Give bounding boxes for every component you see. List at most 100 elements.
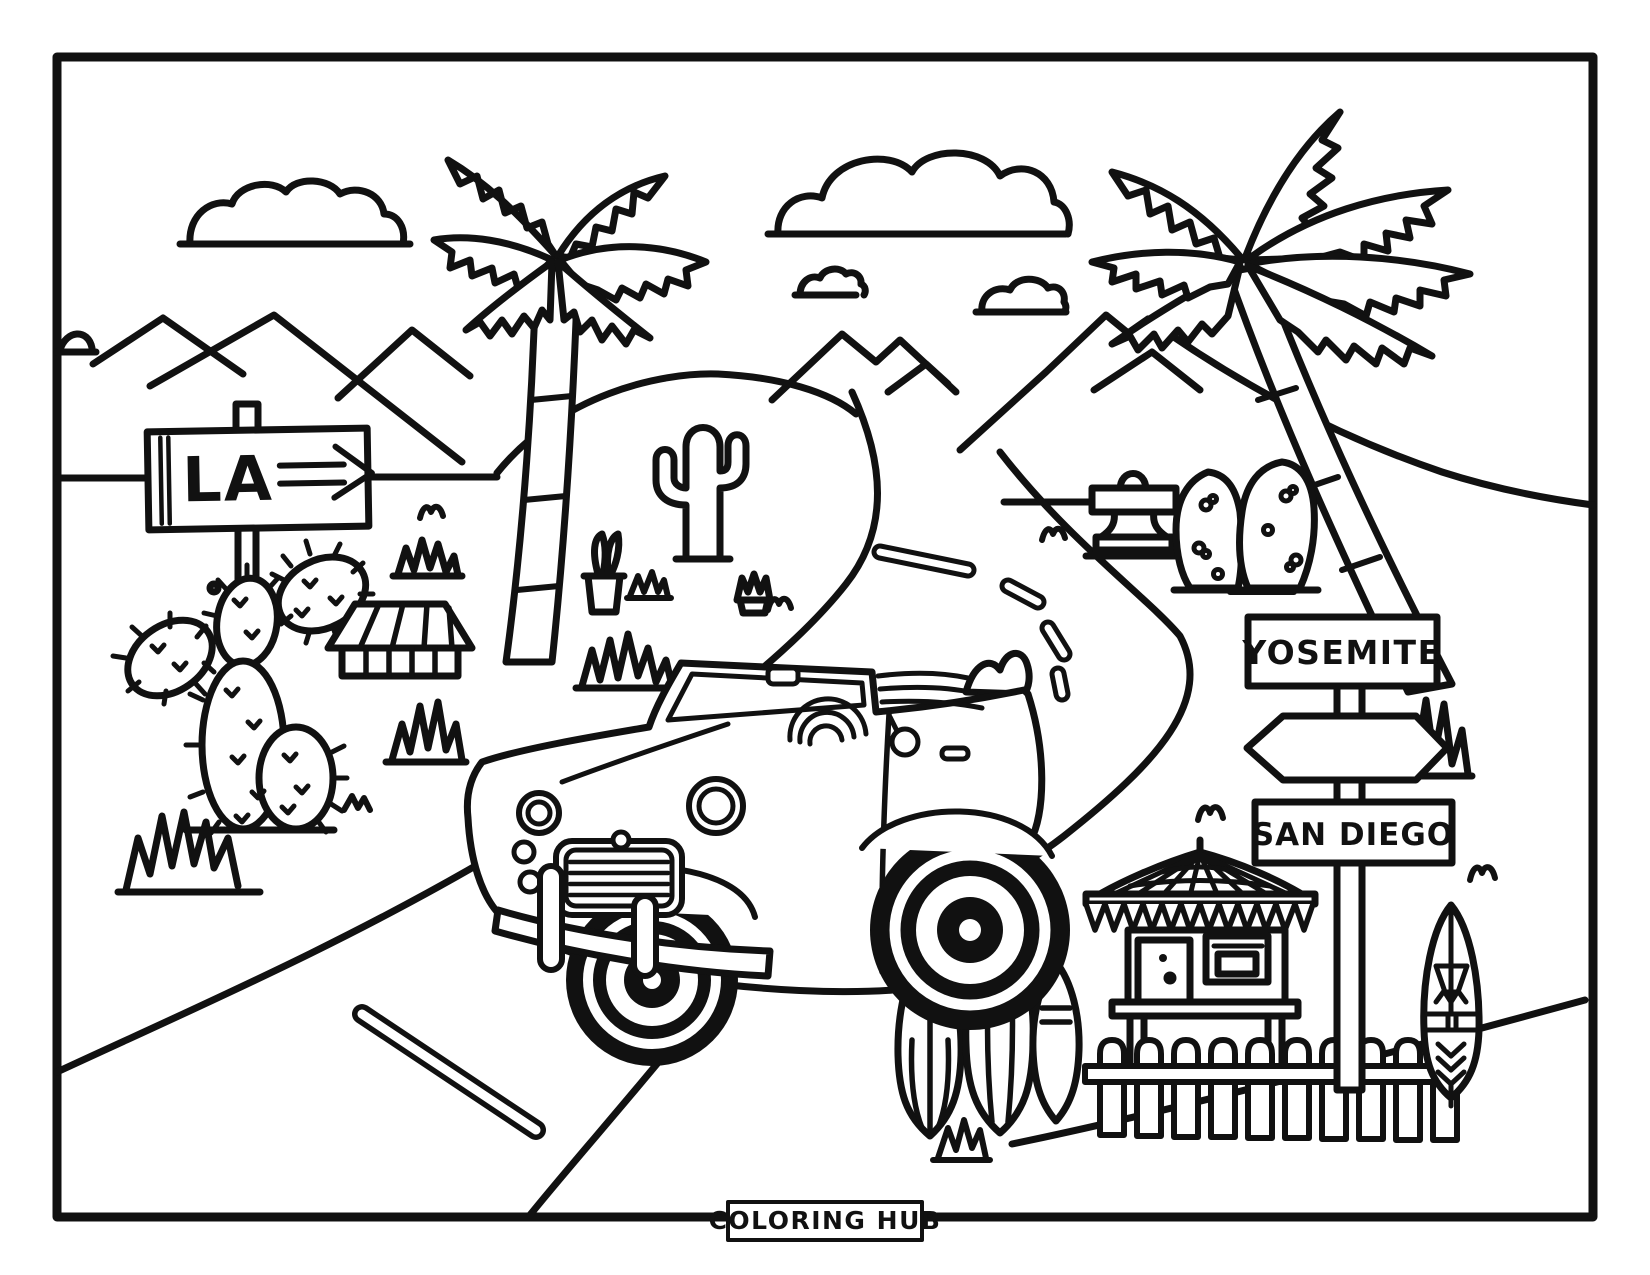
mountain-ridge [884, 360, 952, 396]
grass-tuft [389, 536, 466, 580]
footer-box [726, 1200, 924, 1242]
cactus-dots [149, 577, 345, 825]
grille [563, 847, 675, 909]
hut-platform [1108, 998, 1302, 1020]
picket-fence [1082, 1037, 1468, 1143]
grass-tuft [624, 569, 674, 601]
palm-frond [1244, 252, 1474, 320]
palm-frond [1244, 262, 1436, 368]
side-mirror [889, 726, 921, 758]
floral-surfboards [1170, 458, 1322, 594]
mountain-ridge [1090, 348, 1204, 394]
headlight [516, 790, 562, 836]
palm-tree-left [430, 156, 710, 666]
headlight-inner [525, 799, 553, 827]
stand-base [338, 644, 462, 680]
door-handle [939, 745, 971, 762]
crown-leaves [733, 570, 774, 604]
pot [584, 572, 624, 616]
window-inner [1214, 950, 1260, 978]
fence-picket [1171, 1037, 1201, 1140]
surfboard-stripes [1039, 1005, 1073, 1025]
base-stripes [363, 645, 438, 679]
yosemite-label: YOSEMITE [1241, 633, 1441, 672]
palm-frond [1088, 248, 1244, 302]
bird-icon [765, 595, 794, 613]
grass-tuft [572, 630, 682, 692]
cloud-icon [176, 177, 414, 248]
hut-door [1134, 936, 1194, 1006]
mirror-stem [887, 714, 900, 734]
grass-tuft [930, 1117, 993, 1163]
crown-plant [733, 570, 774, 617]
leaf [591, 530, 609, 578]
mountain-peak [334, 326, 474, 402]
road-right-edge [526, 448, 1194, 1219]
footer-label: COLORING HUB [709, 1206, 942, 1235]
steering-wheel [787, 696, 869, 747]
roof-fringe [1083, 901, 1316, 933]
arrow-surfboard [1420, 901, 1483, 1109]
fence-picket [1134, 1037, 1164, 1139]
hood-crease [559, 721, 731, 785]
drinking-fountain [1082, 470, 1186, 560]
san-diego-board [1251, 798, 1456, 867]
surfboard [1236, 458, 1318, 592]
palm-frond [554, 172, 669, 262]
palm-frond [462, 258, 556, 340]
cloud-icon [791, 265, 869, 299]
sign-edge-lines [158, 435, 173, 526]
saguaro-outline [652, 424, 750, 561]
windshield [665, 671, 867, 723]
grass-tuft [114, 808, 264, 896]
coloring-hub-badge: COLORING HUB [709, 1200, 942, 1242]
bird-icon [1195, 804, 1226, 823]
palm-frond [430, 234, 556, 292]
cactus-pad [213, 574, 281, 670]
roof-rings [1127, 864, 1273, 889]
door-knob [1163, 971, 1177, 985]
yosemite-board [1244, 613, 1441, 690]
cloud-icon [972, 275, 1070, 316]
cloud-icon [53, 330, 100, 356]
grass-sprig [341, 793, 373, 813]
roof-ribs [1107, 851, 1295, 899]
pot [736, 596, 772, 617]
leaf [604, 530, 623, 578]
fence-picket [1097, 1037, 1127, 1138]
car-tail-fin [962, 650, 1033, 698]
palm-trunk [502, 262, 582, 666]
lane-dashes [352, 543, 1073, 1140]
surfboard [1172, 468, 1246, 592]
palm-frond [1241, 108, 1344, 262]
fountain-stem [1097, 508, 1171, 541]
desert-plants [114, 530, 1297, 1163]
palm-frond [556, 243, 710, 304]
bird-icon [417, 503, 446, 521]
convertible-car [463, 650, 1070, 1066]
cactus-pad [255, 723, 337, 833]
arrow-board [1243, 712, 1451, 784]
direction-signpost: YOSEMITE SAN DIEGO [1241, 613, 1456, 1094]
mountain-peak [768, 330, 960, 404]
palm-frond [1108, 168, 1247, 264]
right-arrow-icon [276, 443, 375, 501]
door-dot [1159, 954, 1167, 962]
cloud-icon [764, 149, 1073, 238]
cactus-dot [206, 580, 222, 596]
san-diego-label: SAN DIEGO [1252, 817, 1454, 853]
fence-rail [1082, 1063, 1468, 1085]
palm-tree-right [1088, 108, 1474, 696]
palm-frond [1243, 186, 1452, 265]
bumper-guard [631, 893, 659, 979]
surfboard [1029, 958, 1083, 1125]
potted-plant [580, 530, 628, 616]
palm-frond [444, 156, 560, 260]
fence-picket [1393, 1037, 1423, 1143]
fountain-base [1092, 533, 1176, 554]
headlight-inner [696, 786, 736, 826]
cactus-spines [110, 538, 376, 836]
palm-frond [554, 258, 654, 348]
